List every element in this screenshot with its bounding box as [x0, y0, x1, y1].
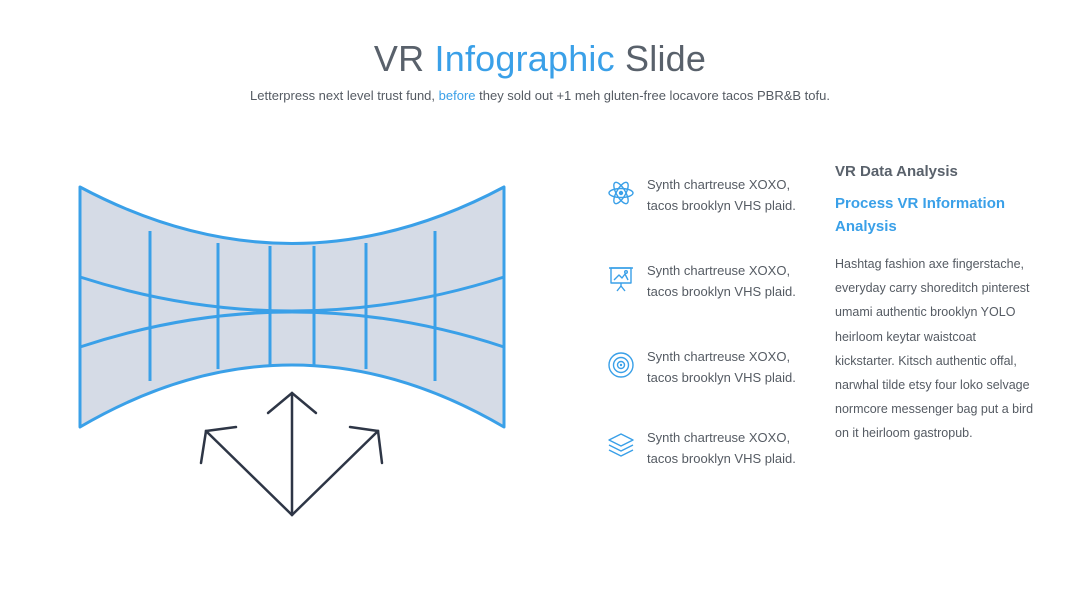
feature-item-3: Synth chartreuse XOXO, tacos brooklyn VH…	[600, 342, 820, 392]
presentation-board-icon	[609, 267, 633, 292]
panel-body: Hashtag fashion axe fingerstache, everyd…	[835, 257, 1034, 441]
direction-arrows-icon	[199, 391, 384, 517]
feature-text: Synth chartreuse XOXO, tacos brooklyn VH…	[647, 260, 817, 302]
title-part-1: VR	[373, 38, 435, 79]
title-part-2: Slide	[614, 38, 707, 79]
panel-heading: VR Data Analysis	[835, 163, 958, 180]
feature-line-1: Synth chartreuse XOXO,	[647, 430, 791, 445]
slide-title: VR Infographic Slide	[0, 38, 1080, 80]
analysis-panel: VR Data Analysis Process VR Information …	[835, 163, 1035, 446]
feature-line-2: tacos brooklyn VHS plaid.	[647, 198, 796, 213]
panel-subheading: Process VR Information Analysis	[835, 192, 1035, 238]
feature-text: Synth chartreuse XOXO, tacos brooklyn VH…	[647, 174, 817, 216]
feature-text: Synth chartreuse XOXO, tacos brooklyn VH…	[647, 427, 817, 469]
atom-icon	[608, 181, 634, 205]
feature-line-1: Synth chartreuse XOXO,	[647, 177, 791, 192]
vr-screen-fill	[78, 185, 506, 429]
vr-grid-horizontals	[79, 275, 505, 349]
subtitle-part-2: they sold out +1 meh gluten-free locavor…	[475, 88, 830, 103]
panel-subheading-line-2: Analysis	[835, 218, 897, 235]
feature-item-4: Synth chartreuse XOXO, tacos brooklyn VH…	[600, 423, 820, 473]
layers-icon	[608, 433, 634, 457]
feature-text: Synth chartreuse XOXO, tacos brooklyn VH…	[647, 346, 817, 388]
target-icon	[608, 352, 634, 378]
slide-subtitle: Letterpress next level trust fund, befor…	[0, 88, 1080, 103]
feature-item-1: Synth chartreuse XOXO, tacos brooklyn VH…	[600, 170, 820, 220]
title-accent: Infographic	[434, 38, 615, 79]
vr-screen-illustration	[78, 185, 506, 517]
panel-subheading-line-1: Process VR Information	[835, 195, 1006, 212]
subtitle-accent: before	[438, 88, 476, 103]
subtitle-part-1: Letterpress next level trust fund,	[250, 88, 439, 103]
feature-line-2: tacos brooklyn VHS plaid.	[647, 284, 796, 299]
feature-item-2: Synth chartreuse XOXO, tacos brooklyn VH…	[600, 256, 820, 306]
feature-line-1: Synth chartreuse XOXO,	[647, 349, 791, 364]
feature-line-1: Synth chartreuse XOXO,	[647, 263, 791, 278]
feature-line-2: tacos brooklyn VHS plaid.	[647, 451, 796, 466]
feature-line-2: tacos brooklyn VHS plaid.	[647, 370, 796, 385]
